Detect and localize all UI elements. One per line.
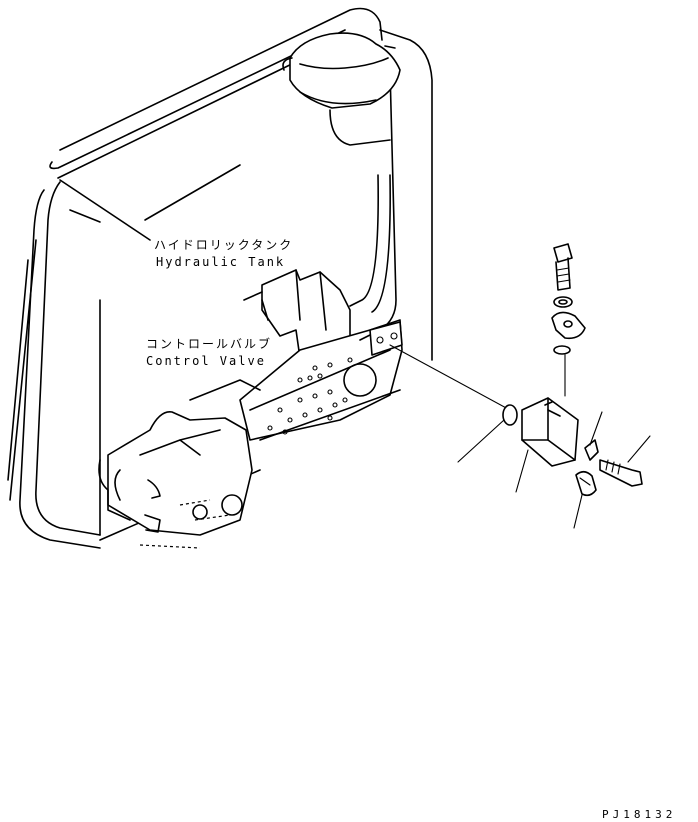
control-valve-label-jp: コントロールバルブ (146, 337, 273, 351)
hydraulic-tank-label-jp: ハイドロリックタンク (154, 238, 294, 252)
valve-block-assembly (389, 243, 651, 529)
control-valve-label-en: Control Valve (146, 354, 266, 368)
drawing-code: PJ18132 (602, 808, 677, 821)
control-valve (98, 269, 403, 549)
hydraulic-tank-label-en: Hydraulic Tank (156, 255, 286, 269)
